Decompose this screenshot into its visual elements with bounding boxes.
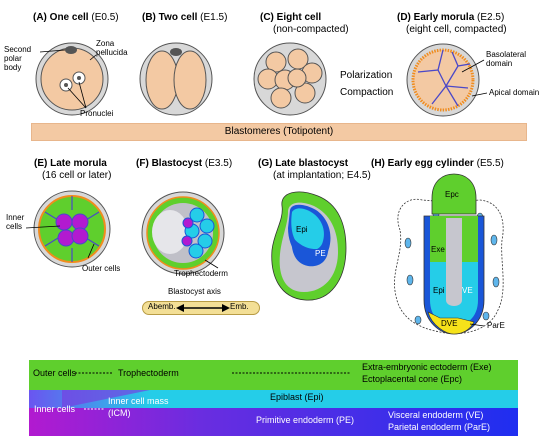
epc-label: Epc xyxy=(445,190,459,199)
panel-h-title: (H) Early egg cylinder (E5.5) xyxy=(371,158,504,169)
band-icm-line2: (ICM) xyxy=(108,408,131,418)
panel-g-title: (G) Late blastocyst xyxy=(258,158,349,169)
panel-d-subtitle: (eight cell, compacted) xyxy=(406,24,507,35)
panel-d-title: (D) Early morula (E2.5) xyxy=(397,12,505,23)
pe-label-g: PE xyxy=(315,249,326,258)
late-blastocyst-embryo xyxy=(271,191,347,301)
panel-c-title: (C) Eight cell xyxy=(260,12,322,23)
pronuclei-label: Pronuclei xyxy=(80,109,114,118)
apical-domain-label: Apical domain xyxy=(489,88,540,97)
panel-e-subtitle: (16 cell or later) xyxy=(42,170,112,181)
blastocyst-axis-label: Blastocyst axis xyxy=(168,287,221,296)
late-morula-embryo xyxy=(25,190,111,268)
compaction-label: Compaction xyxy=(340,87,394,98)
panel-c-subtitle: (non-compacted) xyxy=(273,24,349,35)
blastocyst-embryo xyxy=(141,191,226,312)
exe-label: Exe xyxy=(431,245,445,254)
band-icm-line1: Inner cell mass xyxy=(108,396,169,406)
egg-cylinder-embryo xyxy=(394,173,504,335)
embryonic-label: Emb. xyxy=(230,302,249,311)
panel-a-title: (A) One cell (E0.5) xyxy=(33,12,119,23)
panel-b-title: (B) Two cell (E1.5) xyxy=(142,12,228,23)
inner-cells-band xyxy=(29,408,518,436)
panel-g-subtitle: (at implantation; E4.5) xyxy=(273,170,371,181)
panel-f-title: (F) Blastocyst (E3.5) xyxy=(136,158,233,169)
epi-label-g: Epi xyxy=(296,225,308,234)
totipotent-banner: Blastomeres (Totipotent) xyxy=(31,123,527,141)
band-primitive-endoderm: Primitive endoderm (PE) xyxy=(256,415,355,425)
ve-label: VE xyxy=(462,286,473,295)
one-cell-embryo xyxy=(35,42,109,116)
band-inner-cells: Inner cells xyxy=(34,404,76,414)
band-epiblast: Epiblast (Epi) xyxy=(270,392,324,402)
band-outer-cells: Outer cells xyxy=(33,368,77,378)
abembryonic-label: Abemb. xyxy=(148,302,176,311)
epiblast-band xyxy=(29,390,518,408)
epi-label-h: Epi xyxy=(433,286,445,295)
band-visceral-endoderm: Visceral endoderm (VE) xyxy=(388,410,484,420)
pare-label: ParE xyxy=(487,321,505,330)
dve-label: DVE xyxy=(441,319,458,328)
band-parietal-endoderm: Parietal endoderm (ParE) xyxy=(388,422,491,432)
band-epc: Ectoplacental cone (Epc) xyxy=(362,374,463,384)
two-cell-embryo xyxy=(139,42,213,116)
eight-cell-embryo xyxy=(253,42,327,116)
band-trophectoderm: Trophectoderm xyxy=(118,368,179,378)
early-morula-embryo xyxy=(406,43,488,117)
polarization-label: Polarization xyxy=(340,70,393,81)
outer-cells-band xyxy=(29,360,518,390)
band-exe: Extra-embryonic ectoderm (Exe) xyxy=(362,362,492,372)
panel-e-title: (E) Late morula xyxy=(34,158,107,169)
trophectoderm-label: Trophectoderm xyxy=(174,269,228,278)
outer-cells-label: Outer cells xyxy=(82,264,121,273)
